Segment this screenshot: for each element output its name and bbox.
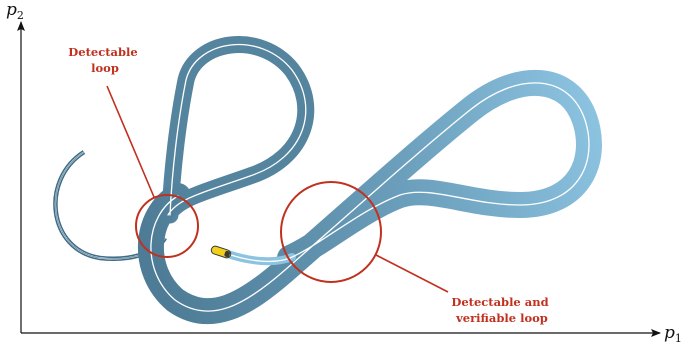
y-axis-label: p2 bbox=[6, 0, 24, 22]
centerline-lower bbox=[150, 82, 590, 312]
detectable-loop-label: Detectable loop bbox=[68, 45, 141, 75]
detectable-loop-circle bbox=[135, 194, 199, 258]
verifiable-loop-leader bbox=[375, 254, 449, 293]
verifiable-loop-circle bbox=[280, 181, 382, 283]
lower-swing-band bbox=[138, 69, 602, 325]
trajectory-band bbox=[138, 36, 602, 325]
yellow-capsule-robot-icon bbox=[210, 245, 232, 259]
centerline bbox=[167, 43, 307, 216]
detectable-loop-leader bbox=[106, 85, 155, 198]
x-axis-label: p1 bbox=[664, 323, 682, 345]
verifiable-loop-label: Detectable and verifiable loop bbox=[451, 295, 552, 325]
